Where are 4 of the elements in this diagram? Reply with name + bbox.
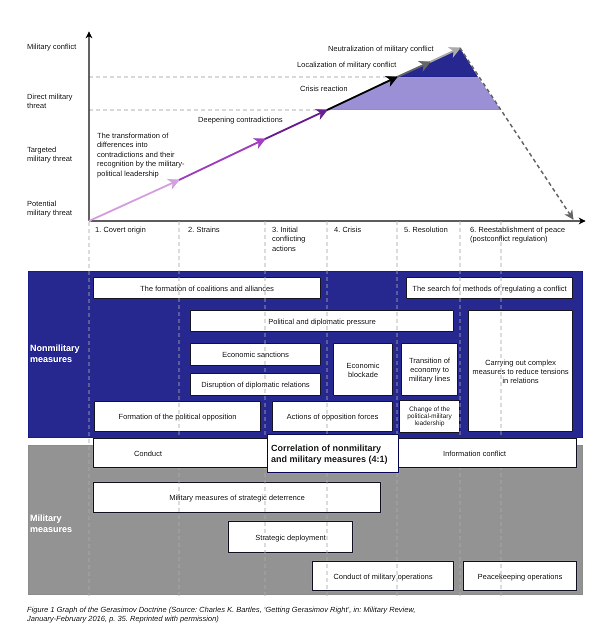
measures-band xyxy=(28,271,583,438)
band-title: Military measures xyxy=(30,513,74,536)
band-title: Nonmilitary measures xyxy=(30,343,81,366)
measure-box: Correlation of nonmilitary and military measures (4:1) xyxy=(267,434,399,473)
